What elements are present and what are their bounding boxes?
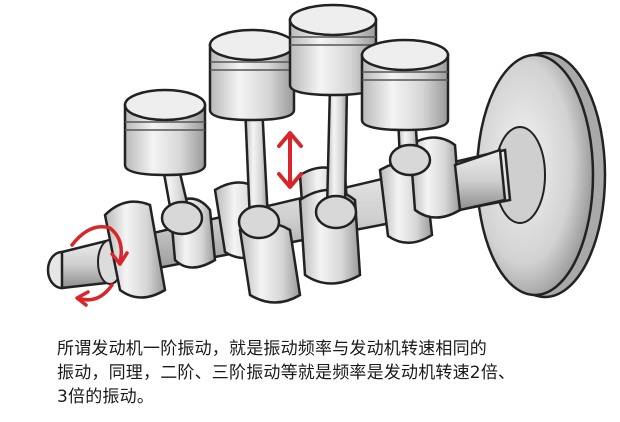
piston-2 <box>208 28 296 122</box>
connecting-rod-2 <box>237 103 281 240</box>
caption: 所谓发动机一阶振动，就是振动频率与发动机转速相同的 振动，同理，二阶、三阶振动等… <box>57 337 597 409</box>
crankshaft-piston-illustration <box>46 3 607 307</box>
vertical-vibration-arrow-icon <box>277 131 303 189</box>
caption-line-1: 所谓发动机一阶振动，就是振动频率与发动机转速相同的 <box>57 339 487 359</box>
connecting-rod-3 <box>314 83 358 230</box>
caption-line-3: 3倍的振动。 <box>57 387 155 407</box>
flywheel <box>475 51 607 299</box>
piston-4 <box>360 38 450 132</box>
rotation-arrows-icon <box>70 225 129 307</box>
caption-line-2: 振动，同理，二阶、三阶振动等就是频率是发动机转速2倍、 <box>57 363 516 383</box>
piston-1 <box>123 88 207 177</box>
piston-3 <box>288 3 378 97</box>
